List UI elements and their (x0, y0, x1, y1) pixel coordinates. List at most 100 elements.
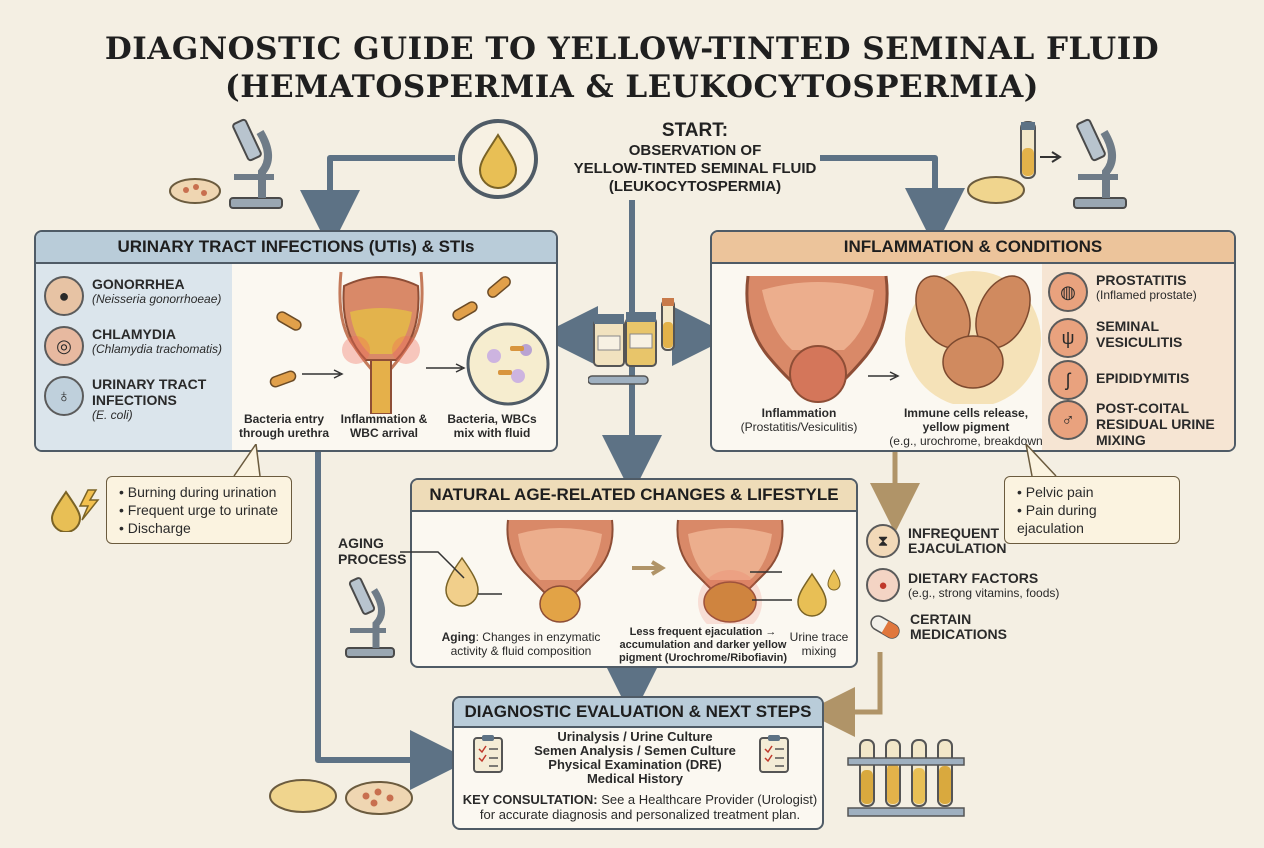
start-line-1: OBSERVATION OF (628, 142, 762, 159)
clipboard-icon (759, 735, 789, 773)
seminal-vesicle-icon: ψ (1048, 318, 1088, 358)
inflammation-panel: INFLAMMATION & CONDITIONS Inflammation (… (710, 230, 1236, 452)
age-caption-2: Less frequent ejaculation → accumulation… (618, 626, 788, 664)
caption-sub: (e.g., urochrome, breakdown products) mi… (889, 434, 1043, 450)
callout-pointer (233, 444, 261, 477)
microscope-icon (345, 577, 395, 658)
key-consultation: KEY CONSULTATION: See a Healthcare Provi… (455, 792, 825, 822)
factor-name: INFREQUENT EJACULATION (908, 525, 1007, 556)
uti-panel: URINARY TRACT INFECTIONS (UTIs) & STIs ●… (34, 230, 558, 452)
uti-item-name: CHLAMYDIA (92, 326, 176, 342)
page-title: DIAGNOSTIC GUIDE TO YELLOW-TINTED SEMINA… (0, 30, 1264, 106)
diagnostic-test: Medical History (586, 771, 684, 786)
inflammation-caption-right: Immune cells release, yellow pigment (e.… (884, 406, 1048, 450)
bladder-icon: ♁ (44, 376, 84, 416)
consultation-text: See a Healthcare Provider (Urologist) fo… (479, 792, 818, 822)
inflammation-symptoms-callout: • Pelvic pain • Pain during ejaculation (1004, 476, 1180, 544)
apple-icon: ● (866, 568, 900, 602)
caption-bold: Aging (441, 630, 476, 644)
inflammation-item-epididymitis: ʃ EPIDIDYMITIS (1048, 360, 1232, 400)
inflammation-item-name: SEMINAL VESICULITIS (1096, 318, 1183, 350)
uti-item-chlamydia: ◎ CHLAMYDIA (Chlamydia trachomatis) (44, 326, 230, 366)
clipboard-icon (473, 735, 503, 773)
inflammation-caption-left: Inflammation (Prostatitis/Vesiculitis) (724, 406, 874, 434)
infection-illustration (269, 271, 550, 414)
petri-dish-icon (967, 176, 1025, 204)
uti-item-gonorrhea: ● GONORRHEA (Neisseria gonorrhoeae) (44, 276, 230, 316)
start-heading: START: (661, 120, 729, 141)
arrow-factors-to-diagnostic (805, 652, 883, 737)
factor-name: DIETARY FACTORS (908, 569, 1039, 586)
sample-tube-icon (1020, 121, 1036, 179)
arrow-uti-to-diagnostic (315, 450, 470, 790)
drops-lightning-icon (50, 489, 100, 532)
factor-infrequent-ejaculation: ⧗ INFREQUENT EJACULATION (866, 524, 1066, 558)
symptom-item: • Burning during urination (119, 484, 277, 500)
factor-dietary: ● DIETARY FACTORS (e.g., strong vitamins… (866, 568, 1086, 602)
factor-sub: (e.g., strong vitamins, foods) (908, 585, 1060, 600)
male-symbol-icon: ♂ (1048, 400, 1088, 440)
fluid-drop-icon (458, 119, 538, 199)
uti-caption-3: Bacteria, WBCs mix with fluid (447, 412, 537, 440)
pill-icon (870, 615, 900, 639)
uti-item-sub: (Neisseria gonorrhoeae) (92, 292, 222, 306)
caption-sub: (Prostatitis/Vesiculitis) (740, 420, 858, 434)
prostate-icon: ◍ (1048, 272, 1088, 312)
petri-dish-icon (345, 781, 413, 815)
diagnostic-panel-header: DIAGNOSTIC EVALUATION & NEXT STEPS (454, 698, 822, 728)
callout-pointer (1025, 444, 1057, 477)
uti-item-name: GONORRHEA (92, 276, 185, 292)
inflammation-panel-header: INFLAMMATION & CONDITIONS (712, 232, 1234, 264)
age-panel: NATURAL AGE-RELATED CHANGES & LIFESTYLE … (410, 478, 858, 668)
microscope-icon (1073, 118, 1127, 209)
diagnostic-tests: Urinalysis / Urine Culture Semen Analysi… (455, 730, 815, 786)
diagnostic-test: Urinalysis / Urine Culture (557, 729, 713, 744)
consultation-label: KEY CONSULTATION: (462, 792, 598, 807)
symptom-item: • Pelvic pain (1017, 484, 1094, 500)
microscope-icon (229, 118, 283, 209)
arrow-start-to-uti (300, 155, 455, 250)
uti-symptoms-callout: • Burning during urination • Frequent ur… (106, 476, 292, 544)
uti-item-urinary: ♁ URINARY TRACT INFECTIONS (E. coli) (44, 376, 230, 422)
inflammation-item-name: EPIDIDYMITIS (1096, 370, 1190, 386)
start-line-3: (LEUKOCYTOSPERMIA) (608, 178, 782, 195)
inflammation-item-prostatitis: ◍ PROSTATITIS (Inflamed prostate) (1048, 272, 1232, 312)
aging-process-label: AGING PROCESS (338, 535, 407, 567)
age-caption-1: Aging: Changes in enzymatic activity & f… (426, 630, 616, 658)
start-node: START: OBSERVATION OF YELLOW-TINTED SEMI… (560, 120, 830, 196)
uti-item-sub: (Chlamydia trachomatis) (92, 342, 223, 356)
arrow-start-to-inflammation (820, 155, 965, 248)
aging-illustration (445, 519, 841, 624)
bacteria-icon: ● (44, 276, 84, 316)
factor-medications: CERTAIN MEDICATIONS (866, 612, 1066, 642)
start-line-2: YELLOW-TINTED SEMINAL FLUID (573, 160, 817, 177)
hourglass-icon: ⧗ (866, 524, 900, 558)
inflammation-item-sub: (Inflamed prostate) (1096, 288, 1197, 302)
uti-caption-1: Bacteria entry through urethra (239, 412, 329, 440)
inflammation-item-name: POST-COITAL RESIDUAL URINE MIXING (1096, 400, 1215, 448)
caption-title: Immune cells release, yellow pigment (903, 406, 1029, 434)
aging-pointer (400, 551, 465, 579)
diagnostic-test: Semen Analysis / Semen Culture (534, 743, 736, 758)
sample-jars-icon (588, 298, 675, 385)
inflammation-item-name: PROSTATITIS (1096, 272, 1187, 288)
uti-panel-header: URINARY TRACT INFECTIONS (UTIs) & STIs (36, 232, 556, 264)
caption-text: : Changes in enzymatic activity & fluid … (450, 630, 601, 658)
symptom-item: • Pain during ejaculation (1017, 502, 1097, 536)
uti-item-sub: (E. coli) (92, 408, 133, 422)
factor-name: CERTAIN MEDICATIONS (910, 611, 1007, 642)
cell-icon: ◎ (44, 326, 84, 366)
symptom-item: • Discharge (119, 520, 191, 536)
uti-caption-2: Inflammation & WBC arrival (340, 412, 428, 440)
inflammation-item-vesiculitis: ψ SEMINAL VESICULITIS (1048, 318, 1232, 358)
age-caption-3: Urine trace mixing (789, 630, 849, 658)
epididymis-icon: ʃ (1048, 360, 1088, 400)
age-panel-header: NATURAL AGE-RELATED CHANGES & LIFESTYLE (412, 480, 856, 512)
title-line-2: (HEMATOSPERMIA & LEUKOCYTOSPERMIA) (225, 69, 1039, 105)
petri-dish-icon (269, 779, 337, 813)
title-line-1: DIAGNOSTIC GUIDE TO YELLOW-TINTED SEMINA… (104, 31, 1160, 67)
inflammation-item-residual-urine: ♂ POST-COITAL RESIDUAL URINE MIXING (1048, 400, 1232, 448)
caption-title: Inflammation (761, 406, 837, 420)
uti-item-name: URINARY TRACT INFECTIONS (92, 376, 207, 408)
arrow-right-icon (1040, 151, 1062, 163)
